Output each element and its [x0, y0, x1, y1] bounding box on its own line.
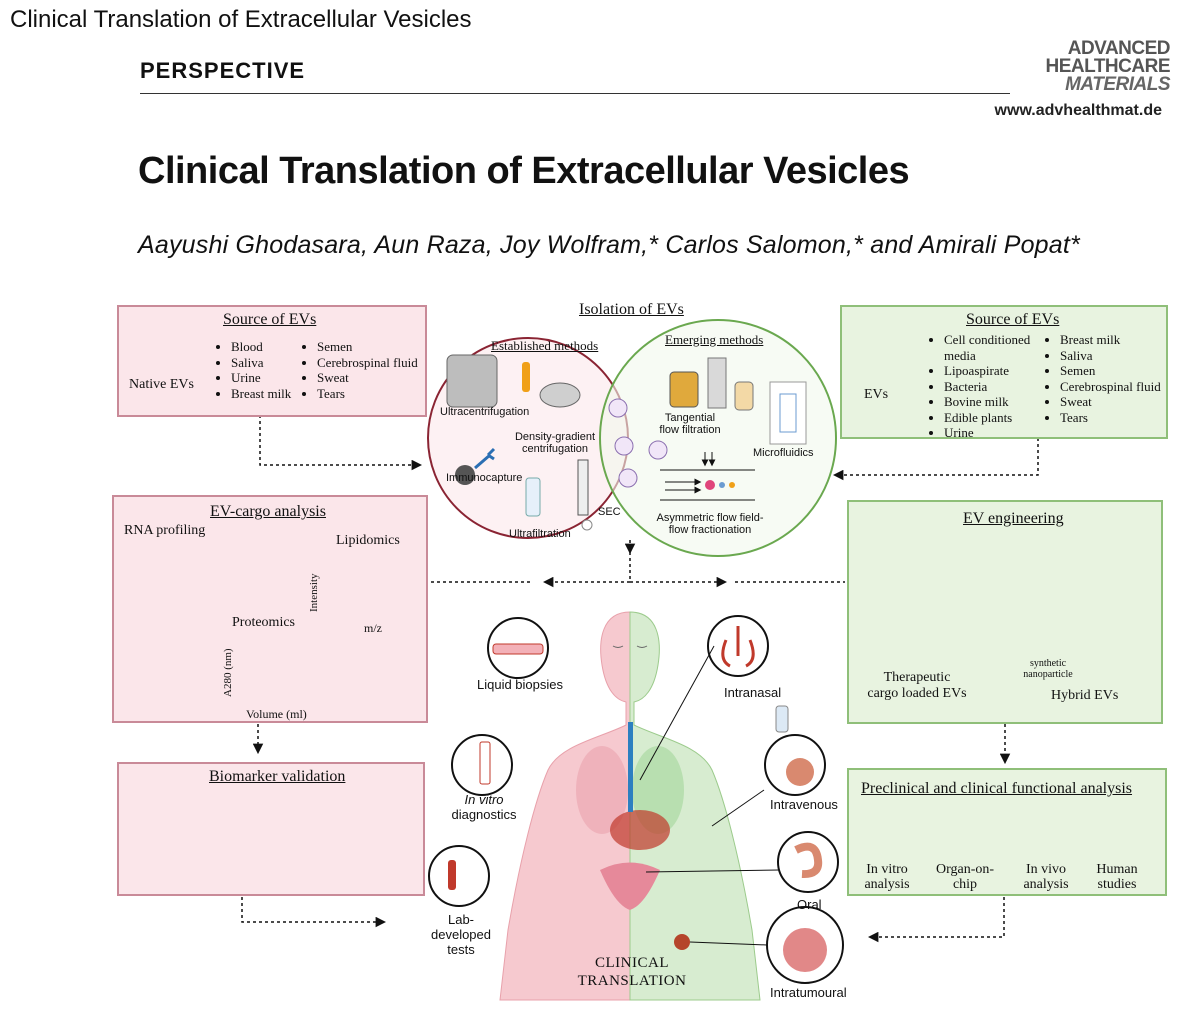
native-evs-caption: Native EVs — [129, 377, 194, 392]
list-item: Blood — [231, 339, 291, 355]
section-label: PERSPECTIVE — [140, 58, 306, 83]
preclinical-box: Preclinical and clinical functional anal… — [847, 768, 1167, 896]
volume-axis-label: Volume (ml) — [246, 707, 307, 721]
list-item: Tears — [317, 386, 418, 402]
list-item: Urine — [231, 370, 291, 386]
list-item: Cerebrospinal fluid — [1060, 379, 1161, 395]
intranasal-label: Intranasal — [724, 685, 782, 700]
logo-line-1: ADVANCED — [1067, 38, 1171, 59]
hybrid-ev-label: Hybrid EVs — [1051, 688, 1119, 703]
source-ev-box: Source of EVs EVs Cell conditioned media… — [840, 305, 1168, 441]
list-item: Sweat — [1060, 394, 1161, 410]
list-item: Semen — [1060, 363, 1161, 379]
af4-label: Asymmetric flow field-flow fractionation — [656, 512, 764, 536]
list-item: Cerebrospinal fluid — [317, 355, 418, 371]
native-source-list-1: Blood Saliva Urine Breast milk — [215, 339, 291, 401]
invitro-diagnostics-label: In vitro diagnostics — [442, 792, 526, 822]
cargo-analysis-title: EV-cargo analysis — [210, 503, 326, 520]
established-methods-label: Established methods — [491, 338, 599, 353]
invitro-analysis-label: In vitro analysis — [864, 862, 910, 892]
microfluidics-label: Microfluidics — [753, 447, 814, 459]
list-item: Cell conditioned media — [944, 332, 1056, 363]
journal-website[interactable]: www.advhealthmat.de — [994, 102, 1162, 119]
emerging-methods-label: Emerging methods — [665, 332, 764, 347]
human-studies-label: Human studies — [1096, 862, 1138, 892]
density-gradient-label: Density-gradient centrifugation — [514, 431, 596, 455]
list-item: Saliva — [1060, 348, 1161, 364]
liquid-biopsies-label: Liquid biopsies — [477, 677, 564, 692]
list-item: Breast milk — [231, 386, 291, 402]
list-item: Semen — [317, 339, 418, 355]
page-tab-title: Clinical Translation of Extracellular Ve… — [10, 6, 472, 33]
list-item: Sweat — [317, 370, 418, 386]
proteomics-label: Proteomics — [232, 615, 295, 630]
biomarker-title: Biomarker validation — [209, 768, 346, 785]
list-item: Breast milk — [1060, 332, 1161, 348]
ev-source-list-1: Cell conditioned media Lipoaspirate Bact… — [928, 332, 1056, 441]
mz-axis-label: m/z — [364, 621, 382, 635]
oral-label: Oral — [797, 897, 822, 912]
a280-axis-label: A280 (nm) — [222, 648, 234, 697]
synthetic-nanoparticle-label: synthetic nanoparticle — [1023, 658, 1073, 680]
lab-tests-label: Lab-developed tests — [431, 912, 491, 957]
journal-logo: ADVANCED HEALTHCARE MATERIALS — [1030, 38, 1171, 95]
biomarker-box: Biomarker validation — [117, 762, 425, 896]
list-item: Urine — [944, 425, 1056, 441]
article-title: Clinical Translation of Extracellular Ve… — [138, 150, 910, 192]
ultracentrifugation-label: Ultracentrifugation — [440, 406, 530, 418]
lipidomics-label: Lipidomics — [336, 533, 400, 548]
list-item: Edible plants — [944, 410, 1056, 426]
logo-line-3: MATERIALS — [1065, 74, 1170, 95]
native-source-list-2: Semen Cerebrospinal fluid Sweat Tears — [301, 339, 418, 401]
list-item: Bacteria — [944, 379, 1056, 395]
evs-caption: EVs — [864, 387, 889, 402]
lab-tests-circle — [428, 845, 490, 907]
ev-source-list-2: Breast milk Saliva Semen Cerebrospinal f… — [1044, 332, 1161, 425]
list-item: Tears — [1060, 410, 1161, 426]
source-ev-title: Source of EVs — [966, 311, 1060, 328]
ultrafiltration-label: Ultrafiltration — [509, 528, 571, 540]
tff-label: Tangential flow filtration — [659, 412, 721, 436]
intratumoural-label: Intratumoural — [770, 985, 847, 1000]
organ-on-chip-label: Organ-on-chip — [935, 862, 995, 892]
invitro-italic-text: In vitro — [464, 792, 504, 807]
intravenous-label: Intravenous — [770, 797, 838, 812]
therapeutic-ev-label: Therapeutic cargo loaded EVs — [867, 670, 967, 701]
rna-profiling-label: RNA profiling — [124, 523, 206, 538]
list-item: Lipoaspirate — [944, 363, 1056, 379]
sec-label: SEC — [598, 506, 621, 518]
emerging-methods-circle — [599, 319, 837, 557]
source-native-box: Source of EVs Native EVs Blood Saliva Ur… — [117, 305, 427, 417]
logo-line-2: HEALTHCARE — [1045, 56, 1171, 77]
invivo-analysis-label: In vivo analysis — [1023, 862, 1069, 892]
list-item: Saliva — [231, 355, 291, 371]
isolation-title: Isolation of EVs — [579, 301, 684, 318]
intensity-axis-label: Intensity — [308, 573, 320, 613]
immunocapture-label: Immunocapture — [446, 472, 523, 484]
diagnostics-text: diagnostics — [451, 807, 517, 822]
list-item: Bovine milk — [944, 394, 1056, 410]
article-authors: Aayushi Ghodasara, Aun Raza, Joy Wolfram… — [138, 231, 1080, 259]
ev-engineering-box: EV engineering Therapeutic cargo loaded … — [847, 500, 1163, 724]
header-rule — [140, 93, 1010, 94]
ev-engineering-title: EV engineering — [963, 510, 1064, 527]
cargo-analysis-box: EV-cargo analysis RNA profiling Lipidomi… — [112, 495, 428, 723]
human-body-drawing — [499, 611, 761, 1001]
oral-circle — [777, 831, 839, 893]
preclinical-title: Preclinical and clinical functional anal… — [861, 780, 1133, 797]
clinical-translation-caption: CLINICAL TRANSLATION — [577, 955, 687, 989]
source-native-title: Source of EVs — [223, 311, 317, 328]
